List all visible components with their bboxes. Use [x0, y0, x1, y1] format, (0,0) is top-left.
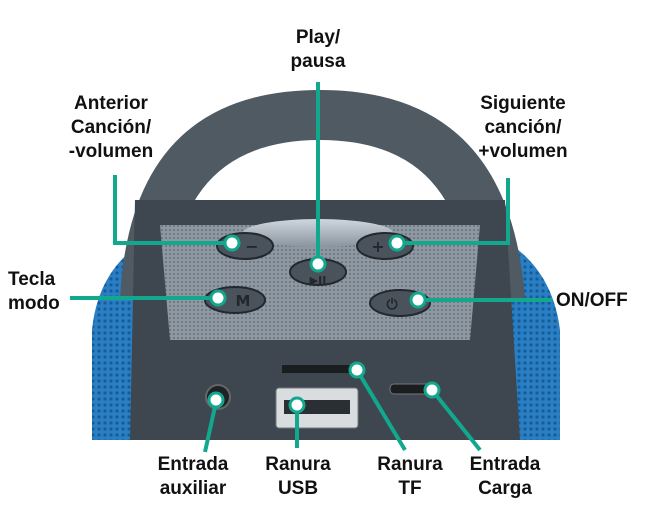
speaker-handle [120, 90, 525, 300]
leader-lines [70, 82, 552, 453]
label-line: auxiliar [159, 478, 227, 499]
label-line: +volumen [478, 141, 568, 162]
label-line: Ranura [377, 454, 443, 475]
label-line: canción/ [484, 117, 562, 138]
plus-glyph: + [371, 237, 384, 256]
label-line: modo [8, 293, 60, 314]
label-tf: Ranura TF [370, 453, 450, 501]
label-next: Siguiente canción/ +volumen [458, 92, 588, 164]
label-line: Carga [478, 478, 532, 499]
label-power: ON/OFF [556, 289, 628, 313]
label-line: -volumen [68, 141, 154, 162]
label-charge: Entrada Carga [462, 453, 548, 501]
power-glyph: ⏻ [386, 297, 397, 313]
label-line: Play/ [295, 27, 341, 48]
leader-next [397, 178, 510, 245]
label-line: Ranura [265, 454, 331, 475]
leader-tf [355, 368, 407, 452]
label-line: Tecla [8, 269, 56, 290]
label-aux: Entrada auxiliar [148, 453, 238, 501]
label-usb: Ranura USB [258, 453, 338, 501]
label-line: pausa [290, 51, 346, 72]
label-line: Canción/ [70, 117, 152, 138]
leader-dots [207, 234, 441, 414]
label-line: ON/OFF [556, 290, 628, 311]
minus-glyph: − [245, 237, 258, 256]
leader-charge [430, 388, 482, 452]
label-line: Anterior [74, 93, 148, 114]
label-play-pause: Play/ pausa [278, 26, 358, 74]
leader-aux [203, 401, 218, 453]
tf-slot [282, 365, 358, 373]
label-line: Entrada [469, 454, 541, 475]
label-previous: Anterior Canción/ -volumen [46, 92, 176, 164]
label-line: TF [398, 478, 422, 499]
label-line: Entrada [157, 454, 229, 475]
label-mode: Tecla modo [8, 268, 60, 316]
label-line: USB [277, 478, 319, 499]
play-pause-glyph: ▶II [310, 274, 327, 287]
label-line: Siguiente [480, 93, 566, 114]
leader-previous [113, 175, 232, 245]
mode-glyph: M [236, 292, 251, 310]
